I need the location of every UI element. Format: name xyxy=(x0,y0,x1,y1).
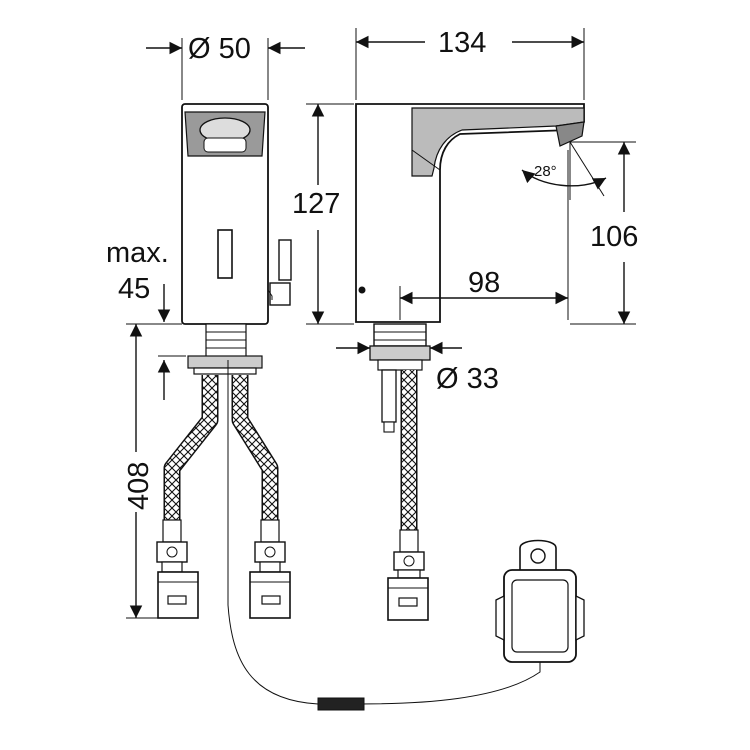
label-diameter-body: Ø 50 xyxy=(188,33,251,65)
threaded-rod xyxy=(381,369,397,423)
front-view xyxy=(156,103,541,711)
left-hose-fitting xyxy=(156,519,199,619)
side-lever xyxy=(278,239,292,281)
label-max-value: 45 xyxy=(118,273,150,305)
side-view xyxy=(355,103,585,621)
dimension-lines xyxy=(126,28,636,619)
sensor-dot xyxy=(358,286,366,294)
mounting-nut-side xyxy=(369,345,431,361)
label-reach: 98 xyxy=(468,267,500,299)
left-hose xyxy=(165,375,217,520)
spout-nozzle xyxy=(555,121,585,147)
power-supply-unit xyxy=(495,539,585,663)
label-height-outlet: 106 xyxy=(590,221,638,253)
front-shank xyxy=(205,323,247,359)
mounting-nut-front xyxy=(187,355,263,369)
label-hose-length: 408 xyxy=(123,462,155,510)
label-diameter-shank: Ø 33 xyxy=(436,363,499,395)
label-width-total: 134 xyxy=(438,27,486,59)
right-hose-fitting xyxy=(249,519,291,619)
label-height-total: 127 xyxy=(292,188,340,220)
label-spray-angle: 28° xyxy=(534,163,557,180)
lever-base xyxy=(269,282,291,306)
mounting-hole xyxy=(530,548,546,564)
cable-connector xyxy=(317,697,365,711)
side-hose-fitting xyxy=(387,529,429,621)
outlet-nozzle xyxy=(203,137,247,153)
label-max: max. xyxy=(106,237,169,269)
right-hose xyxy=(233,375,277,520)
sensor-window xyxy=(217,229,233,279)
